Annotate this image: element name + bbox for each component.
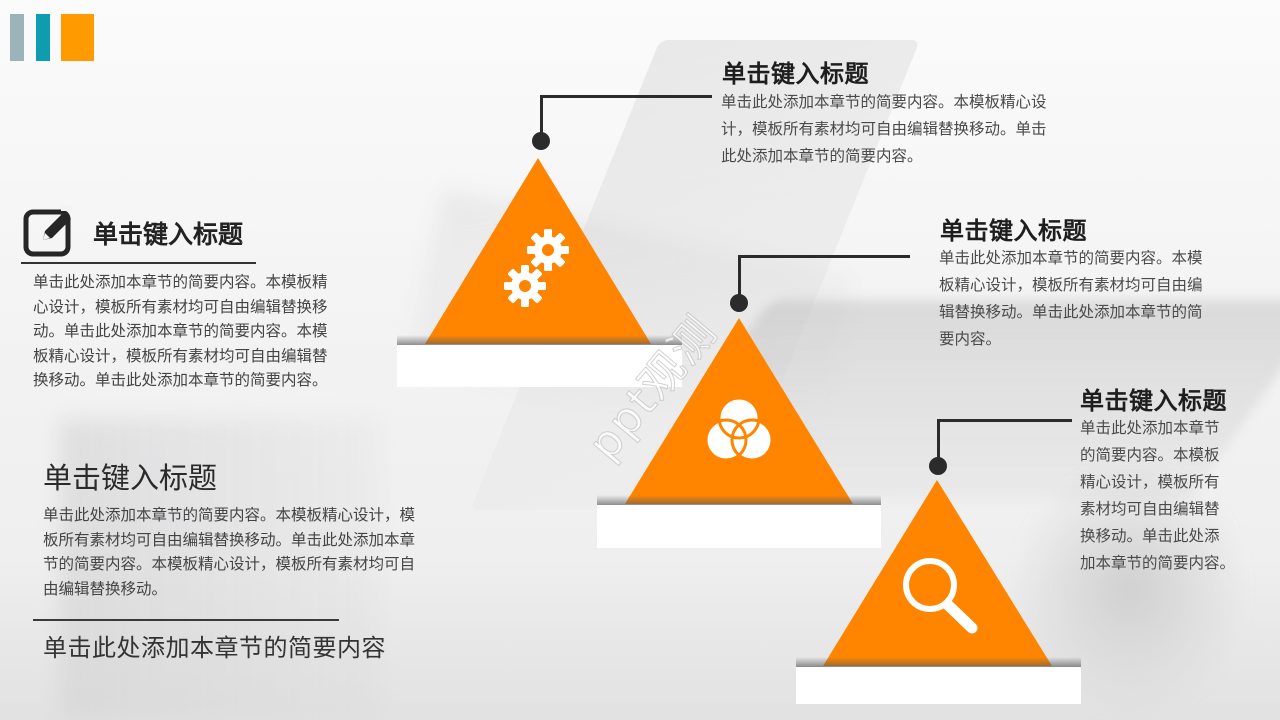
step-1-base-box [397, 345, 682, 387]
step-1-shadow [397, 335, 682, 345]
step-1-title[interactable]: 单击键入标题 [722, 59, 869, 88]
venn-circles-icon [704, 396, 774, 462]
desc-line: 单击此处添加本章节的简要内容。本模板精心设 [721, 93, 1047, 111]
desc-line: 心设计，模板所有素材均可自由编辑替换移 [33, 297, 328, 316]
step-2-connector-vertical [738, 255, 741, 301]
step-3-description[interactable]: 单击此处添加本章节 的简要内容。本模板 精心设计，模板所有 素材均可自由编辑替 … [1080, 415, 1235, 577]
step-3-title[interactable]: 单击键入标题 [1080, 386, 1227, 415]
desc-line: 换移动。单击此处添加本章节的简要内容。 [33, 371, 328, 389]
step-2-base-box [597, 505, 881, 548]
step-3-triangle [823, 480, 1052, 666]
step-1-description[interactable]: 单击此处添加本章节的简要内容。本模板精心设 计，模板所有素材均可自由编辑替换移动… [721, 89, 1047, 170]
desc-line: 计，模板所有素材均可自由编辑替换移动。单击 [721, 120, 1047, 138]
desc-line: 由编辑替换移动。 [43, 579, 168, 598]
desc-line: 的简要内容。本模板 [1080, 446, 1220, 464]
desc-line: 板精心设计，模板所有素材均可自由编辑替 [33, 346, 328, 365]
desc-line: 要内容。 [939, 330, 1002, 348]
desc-line: 辑替换移动。单击此处添加本章节的简 [939, 303, 1203, 321]
step-1-connector-vertical [540, 95, 543, 141]
desc-line: 素材均可自由编辑替 [1080, 500, 1220, 518]
left-title[interactable]: 单击键入标题 [93, 220, 244, 249]
step-3-connector-horizontal [937, 419, 1072, 422]
magnifier-icon [903, 558, 978, 634]
step-1-connector-horizontal [540, 95, 712, 98]
desc-line: 板所有素材均可自由编辑替换移动。单击此处添加本章 [43, 530, 416, 549]
step-2-dot [730, 294, 748, 312]
step-2-description[interactable]: 单击此处添加本章节的简要内容。本模 板精心设计，模板所有素材均可自由编 辑替换移… [939, 245, 1203, 353]
logo-bar-teal [36, 14, 50, 61]
left-divider [21, 262, 256, 264]
step-3-base-box [796, 667, 1081, 704]
desc-line: 单击此处添加本章节 [1080, 419, 1220, 437]
desc-line: 此处添加本章节的简要内容。 [721, 147, 923, 165]
edit-pencil-icon [23, 205, 73, 257]
step-3-shadow [796, 657, 1081, 667]
desc-line: 单击此处添加本章节的简要内容。本模板精 [33, 273, 328, 291]
step-3-connector-vertical [937, 419, 940, 465]
lower-subtitle[interactable]: 单击此处添加本章节的简要内容 [43, 634, 386, 662]
gears-icon [504, 229, 569, 307]
left-description[interactable]: 单击此处添加本章节的简要内容。本模板精 心设计，模板所有素材均可自由编辑替换移 … [33, 270, 393, 393]
desc-line: 加本章节的简要内容。 [1080, 554, 1236, 572]
desc-line: 精心设计，模板所有 [1080, 473, 1220, 491]
step-2-title[interactable]: 单击键入标题 [940, 216, 1087, 245]
step-2-shadow [597, 495, 881, 505]
desc-line: 动。单击此处添加本章节的简要内容。本模 [33, 322, 328, 340]
desc-line: 单击此处添加本章节的简要内容。本模板精心设计，模 [43, 506, 416, 524]
lower-description[interactable]: 单击此处添加本章节的简要内容。本模板精心设计，模 板所有素材均可自由编辑替换移动… [43, 503, 498, 601]
desc-line: 单击此处添加本章节的简要内容。本模 [939, 249, 1203, 267]
desc-line: 节的简要内容。本模板精心设计，模板所有素材均可自 [43, 555, 416, 573]
logo-bar-orange [61, 14, 94, 61]
step-3-dot [929, 457, 947, 475]
logo-bar-gray [10, 14, 24, 61]
step-2-connector-horizontal [738, 255, 910, 258]
desc-line: 板精心设计，模板所有素材均可自由编 [939, 276, 1203, 294]
lower-title[interactable]: 单击键入标题 [43, 461, 218, 495]
lower-divider [33, 619, 339, 621]
step-1-dot [532, 132, 550, 150]
desc-line: 换移动。单击此处添 [1080, 527, 1220, 545]
